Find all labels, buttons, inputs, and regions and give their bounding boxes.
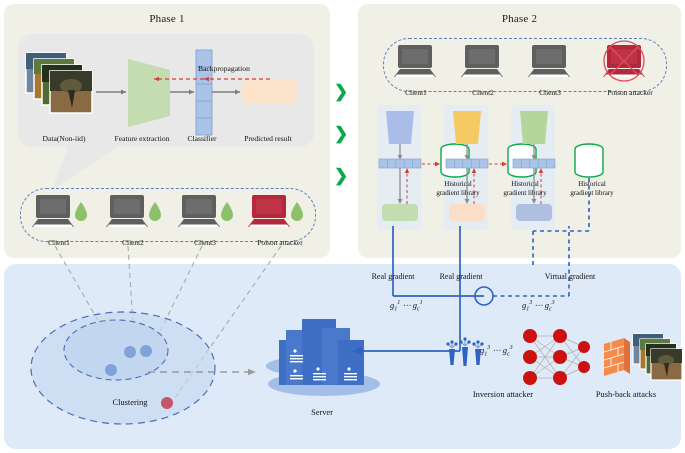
cluster-point-1 bbox=[124, 346, 136, 358]
clustering-diagram bbox=[30, 311, 216, 425]
gradient-library-label-2-line1: Historical bbox=[511, 180, 539, 188]
phase2-title: Phase 2 bbox=[501, 13, 538, 25]
classifier-shape-2 bbox=[445, 158, 489, 169]
gradient-library-label-1-line2: gradient library bbox=[436, 189, 480, 197]
phase2-column-svg-2 bbox=[445, 111, 537, 221]
caption-predicted-result: Predicted result bbox=[244, 134, 292, 143]
phase2-client-label-4: Poison attacker bbox=[607, 88, 653, 97]
phase2-client-label-3: Client3 bbox=[539, 88, 561, 97]
gradient-library-label-1-line1: Historical bbox=[444, 180, 472, 188]
server-label: Server bbox=[311, 408, 333, 417]
phase1-client-label-4: Poison attacker bbox=[257, 238, 303, 247]
predicted-result-shape bbox=[242, 80, 298, 104]
feature-extraction-shape-3 bbox=[520, 111, 548, 144]
inversion-attacker-label: Inversion attacker bbox=[472, 390, 534, 399]
server-icon[interactable] bbox=[264, 316, 386, 404]
phase2-client-group bbox=[383, 38, 667, 92]
cluster-inner-ellipse bbox=[63, 319, 169, 381]
speech-bubble-tail bbox=[52, 142, 126, 190]
image-stack-icon bbox=[25, 52, 93, 114]
drop-icon-4 bbox=[291, 202, 303, 221]
formula-real-gradient-left: g11⋯gc1 bbox=[390, 300, 423, 313]
gradient-library-label-2-line2: gradient library bbox=[503, 189, 547, 197]
pushback-attacks-label: Push-back attacks bbox=[595, 390, 657, 399]
transition-arrow-2: ❯ bbox=[334, 124, 349, 143]
formula-inversion-gradient: g13⋯gc3 bbox=[480, 345, 513, 358]
drop-icon-3 bbox=[221, 202, 233, 221]
poison-attacker-laptop-icon[interactable] bbox=[248, 194, 308, 234]
feature-extraction-shape-1 bbox=[386, 111, 414, 144]
caption-backpropagation: Backpropagation bbox=[198, 64, 250, 73]
caption-feature-extraction: Feature extraction bbox=[114, 134, 170, 143]
cluster-to-server-arrow bbox=[148, 368, 256, 376]
result-shape-1 bbox=[382, 204, 418, 221]
gradient-library-cylinder-2 bbox=[507, 143, 537, 178]
gradient-library-label-3-line2: gradient library bbox=[570, 189, 614, 197]
client-laptop-icon-3[interactable] bbox=[178, 194, 234, 234]
client-laptop-icon-2[interactable] bbox=[106, 194, 162, 234]
real-gradient-label-1: Real gradient bbox=[371, 272, 415, 281]
virtual-gradient-dotted-path bbox=[532, 178, 590, 268]
phase1-client-label-2: Client2 bbox=[122, 238, 144, 247]
virtual-gradient-label: Virtual gradient bbox=[544, 272, 596, 281]
clustering-label: Clustering bbox=[112, 398, 148, 407]
caption-classifier: Classifier bbox=[187, 134, 217, 143]
phase2-column-svg-3 bbox=[512, 111, 604, 221]
drop-icon-1 bbox=[75, 202, 87, 221]
neural-network-icon bbox=[523, 329, 590, 385]
phase1-client-label-3: Client3 bbox=[194, 238, 216, 247]
result-shape-2 bbox=[449, 204, 485, 221]
phase1-pipeline-svg bbox=[25, 49, 298, 136]
classifier-shape-1 bbox=[378, 158, 422, 169]
phase1-title: Phase 1 bbox=[149, 13, 185, 25]
caption-data: Data(Non-iid) bbox=[42, 134, 86, 143]
inversion-attacker-antenna-icon[interactable] bbox=[446, 336, 492, 372]
gradient-flow-lines bbox=[352, 226, 570, 356]
real-gradient-label-2: Real gradient bbox=[439, 272, 483, 281]
client-laptop-icon-1[interactable] bbox=[32, 194, 88, 234]
classifier-shape bbox=[195, 49, 213, 136]
phase2-client-label-1: Client1 bbox=[405, 88, 427, 97]
gradient-library-label-3-line1: Historical bbox=[578, 180, 606, 188]
transition-arrow-3: ❯ bbox=[334, 166, 349, 185]
feature-extraction-shape-2 bbox=[453, 111, 481, 144]
formula-virtual-gradient-right: g13⋯gc3 bbox=[522, 300, 555, 313]
transition-arrow-1: ❯ bbox=[334, 82, 349, 101]
phase2-client-label-2: Client2 bbox=[472, 88, 494, 97]
cluster-point-3 bbox=[105, 364, 117, 376]
phase2-client-laptop-icon-1[interactable] bbox=[394, 44, 438, 82]
firewall-icon bbox=[603, 338, 630, 376]
phase2-poison-attacker-icon[interactable] bbox=[600, 40, 656, 86]
gradient-library-cylinder-3 bbox=[574, 143, 604, 178]
drop-icon-2 bbox=[149, 202, 161, 221]
phase1-client-label-1: Client1 bbox=[48, 238, 70, 247]
phase2-client-laptop-icon-3[interactable] bbox=[528, 44, 572, 82]
phase2-client-laptop-icon-2[interactable] bbox=[461, 44, 505, 82]
feature-extraction-shape bbox=[128, 59, 170, 127]
result-shape-3 bbox=[516, 204, 552, 221]
classifier-shape-3 bbox=[512, 158, 556, 169]
pushback-image-stack-icon bbox=[632, 333, 683, 381]
cluster-point-2 bbox=[140, 345, 152, 357]
cluster-point-outlier bbox=[161, 397, 173, 409]
phase1-client-group bbox=[20, 188, 316, 242]
